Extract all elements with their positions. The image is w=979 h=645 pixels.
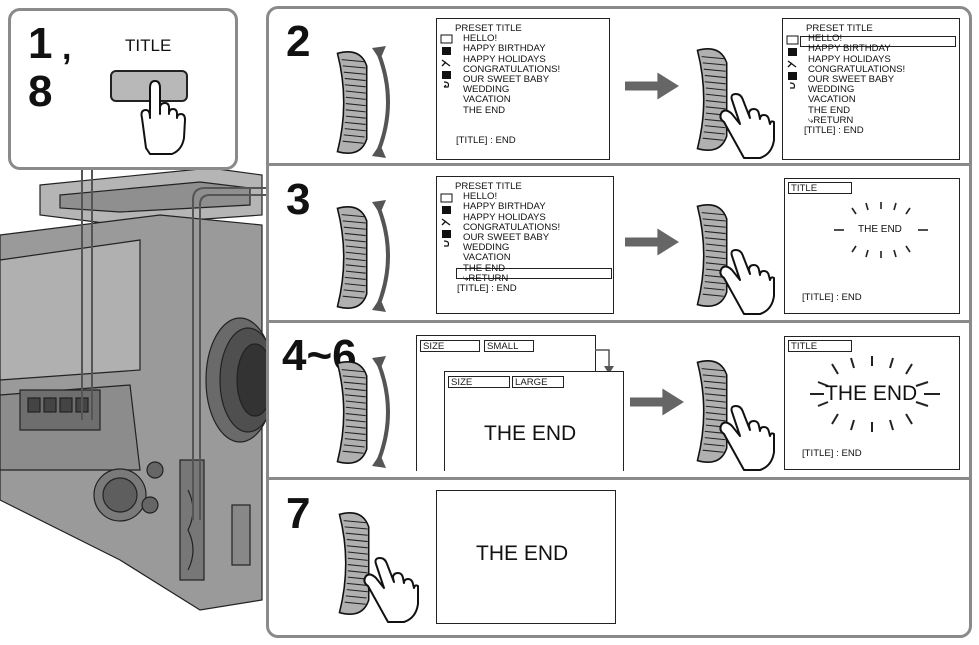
step-comma: ,: [62, 29, 72, 67]
menu-item: THE END: [808, 104, 851, 116]
title-tag: TITLE: [788, 182, 852, 194]
menu-item: THE END: [463, 262, 506, 274]
rotate-arrow-icon: [372, 352, 402, 472]
menu-item: HELLO!: [463, 191, 498, 203]
menu-item: HAPPY HOLIDAYS: [463, 53, 546, 65]
menu-item: WEDDING: [463, 242, 510, 254]
step-number-8: 8: [28, 67, 53, 116]
preset-title-screen-end-selected: [436, 176, 614, 314]
size-preview-text: THE END: [484, 422, 577, 445]
right-arrow-icon: [625, 72, 679, 100]
title-footer: [TITLE] : END: [802, 292, 862, 303]
title-footer: [TITLE] : END: [802, 448, 862, 459]
menu-item: HELLO!: [463, 33, 498, 45]
dial-icon: [328, 45, 372, 160]
title-text-small: THE END: [858, 224, 902, 235]
step-number-1: 1: [28, 19, 53, 68]
preset-title-screen: [436, 18, 610, 160]
menu-item: HAPPY HOLIDAYS: [463, 211, 546, 223]
size-label: SIZE: [448, 376, 510, 388]
rotate-arrow-icon: [372, 196, 402, 316]
pressing-hand-icon: [140, 80, 186, 155]
menu-item: CONGRATULATIONS!: [463, 63, 561, 75]
right-arrow-icon: [630, 388, 684, 416]
rotate-arrow-icon: [372, 42, 402, 162]
menu-item: VACATION: [463, 94, 511, 106]
camcorder-illustration: [0, 167, 270, 611]
menu-item: HAPPY HOLIDAYS: [808, 53, 891, 65]
right-arrow-icon: [625, 228, 679, 256]
press-hand-icon: [356, 556, 420, 626]
size-value-small: SMALL: [484, 340, 534, 352]
return-label: RETURN: [468, 272, 509, 284]
dial-icon: [328, 200, 372, 315]
menu-item: CONGRATULATIONS!: [808, 63, 906, 75]
final-title-screen: [436, 490, 616, 624]
menu-item: WEDDING: [808, 84, 855, 96]
menu-item: VACATION: [463, 252, 511, 264]
menu-return: ⤷RETURN: [800, 114, 905, 126]
step-number-7: 7: [286, 489, 311, 538]
press-hand-icon: [712, 404, 776, 474]
step-number-3: 3: [286, 175, 311, 224]
menu-return: ⤷RETURN: [455, 272, 560, 284]
menu-side-icons: [786, 35, 799, 89]
selection-highlight: [456, 268, 612, 279]
title-tag: TITLE: [788, 340, 852, 352]
press-hand-icon: [712, 248, 776, 318]
size-value-large: LARGE: [512, 376, 564, 388]
flash-rays-icon: [834, 202, 928, 258]
menu-item: OUR SWEET BABY: [463, 73, 550, 85]
step-number-2: 2: [286, 17, 311, 66]
return-icon: ⤷: [808, 114, 814, 126]
return-icon: ⤷: [463, 272, 469, 284]
menu-side-icons: [440, 34, 453, 88]
menu-item: THE END: [463, 104, 506, 116]
preset-title-menu: PRESET TITLE HELLO! HAPPY BIRTHDAY HAPPY…: [800, 23, 906, 136]
return-label: RETURN: [813, 114, 854, 126]
menu-item: HELLO!: [808, 33, 843, 45]
divider-3-4: [266, 320, 972, 323]
menu-footer: [TITLE] : END: [456, 135, 516, 146]
menu-item: OUR SWEET BABY: [808, 73, 895, 85]
preset-title-menu: PRESET TITLE HELLO! HAPPY BIRTHDAY HAPPY…: [455, 23, 561, 116]
menu-item: HAPPY BIRTHDAY: [808, 43, 891, 55]
title-button-label: TITLE: [125, 36, 172, 55]
menu-header: PRESET TITLE: [806, 23, 873, 34]
divider-4-7: [266, 477, 972, 480]
dial-icon: [328, 355, 372, 470]
press-hand-icon: [712, 92, 776, 162]
menu-footer: [TITLE] : END: [457, 282, 517, 294]
preset-title-menu: PRESET TITLE HELLO! HAPPY BIRTHDAY HAPPY…: [455, 181, 561, 294]
flash-rays-icon: [810, 356, 940, 432]
divider-2-3: [266, 163, 972, 166]
preset-title-screen-selected: [782, 18, 960, 160]
menu-header: PRESET TITLE: [455, 181, 522, 192]
title-preview-screen: [784, 178, 960, 314]
menu-item: VACATION: [808, 94, 856, 106]
menu-item: OUR SWEET BABY: [463, 231, 550, 243]
menu-item: HAPPY BIRTHDAY: [463, 43, 546, 55]
size-label: SIZE: [420, 340, 480, 352]
menu-item: WEDDING: [463, 84, 510, 96]
menu-header: PRESET TITLE: [455, 23, 522, 34]
menu-footer: [TITLE] : END: [804, 124, 864, 136]
step-arrow-icon: [595, 349, 614, 374]
final-title-text: THE END: [476, 542, 569, 565]
menu-side-icons: [440, 193, 453, 247]
title-text-large: THE END: [825, 382, 918, 405]
menu-item: CONGRATULATIONS!: [463, 221, 561, 233]
selection-highlight: [800, 36, 956, 47]
menu-item: HAPPY BIRTHDAY: [463, 201, 546, 213]
